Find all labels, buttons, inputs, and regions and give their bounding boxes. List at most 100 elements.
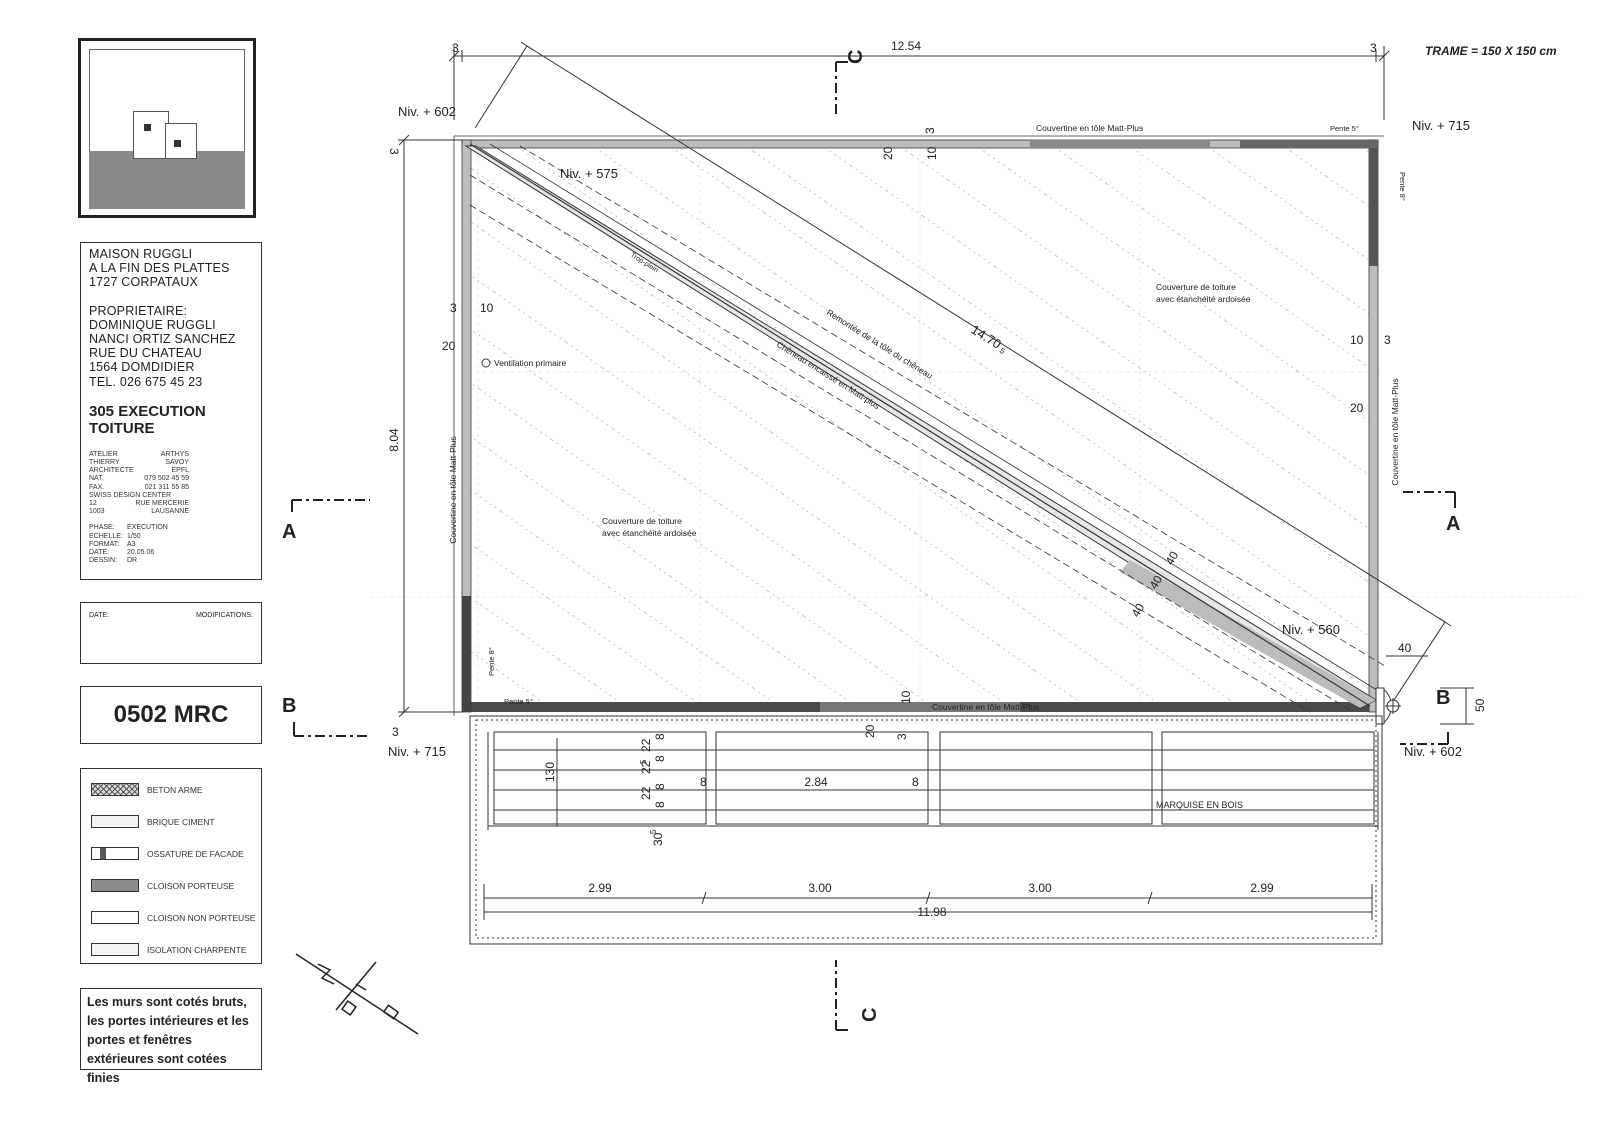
dim-v130: 130	[543, 762, 557, 782]
modifications-label: MODIFICATIONS:	[195, 612, 253, 619]
dim-v22a: 22	[639, 738, 653, 752]
dim-right-3: 3	[1384, 333, 1391, 347]
atelier-key: SWISS DESIGN CENTER	[89, 491, 172, 499]
phase-row: DESSIN: DR	[89, 557, 253, 565]
dim-bay-300a: 3.00	[808, 881, 832, 895]
dim-top-3: 3	[923, 127, 937, 134]
legend-item: BRIQUE CIMENT	[91, 815, 261, 829]
phase-row: DATE:20.05.06	[89, 549, 253, 557]
section-b-right: B	[1436, 687, 1450, 709]
legend-item: BETON ARME	[91, 783, 261, 797]
section-marker-b-left	[293, 722, 370, 737]
phase-value: A3	[127, 540, 136, 548]
legend-swatch	[91, 911, 139, 924]
dim-bay-284: 2.84	[804, 775, 828, 789]
phase-key: FORMAT:	[89, 540, 120, 548]
ventilation-icon	[481, 358, 491, 368]
legend-swatch	[91, 879, 139, 892]
atelier-row: NAT.079 502 45 59	[89, 475, 189, 483]
atelier-row: FAX.021 311 55 85	[89, 484, 189, 492]
project-line: 1727 CORPATAUX	[89, 275, 199, 290]
section-a-left: A	[282, 521, 296, 543]
legend-item: ISOLATION CHARPENTE	[91, 943, 261, 957]
note-ventilation: Ventilation primaire	[494, 358, 567, 368]
legend-swatch	[91, 847, 139, 860]
dimension-note: Les murs sont cotés bruts, les portes in…	[80, 988, 262, 1085]
phase-row: FORMAT: A3	[89, 541, 253, 549]
sheet-title: 305 EXECUTION TOITURE	[89, 403, 253, 437]
note-couverture-left-2: avec étanchéité ardoisée	[602, 528, 697, 538]
atelier-value: SAVOY	[165, 459, 189, 467]
roof-outer-walls	[453, 135, 1384, 716]
dim-40a: 40	[1128, 601, 1147, 620]
dim-bay-300b: 3.00	[1028, 881, 1052, 895]
dim-v8a: 8	[653, 755, 667, 762]
dim-v8c: 8	[653, 783, 667, 790]
legend-swatch	[91, 783, 139, 796]
top-width-dimension	[448, 46, 1390, 120]
phase-value: EXECUTION	[127, 524, 168, 532]
dim-v30-sup: 5	[649, 829, 658, 834]
note-pente-top: Pente 5°	[1330, 124, 1359, 133]
section-marker-b-right	[1400, 732, 1449, 745]
legend-item: CLOISON NON PORTEUSE	[91, 911, 261, 925]
sheet-title-line-1: 305 EXECUTION	[89, 402, 206, 420]
dim-v8b: 8	[653, 733, 667, 740]
atelier-value: 079 502 45 59	[144, 475, 189, 483]
atelier-row: SWISS DESIGN CENTER	[89, 492, 189, 500]
legend-label: CLOISON PORTEUSE	[147, 881, 235, 891]
section-marker-a-right	[1402, 491, 1456, 508]
dim-40b: 40	[1146, 573, 1165, 592]
wood-canopy	[469, 715, 1383, 945]
level-bottom-right: Niv. + 602	[1404, 744, 1462, 759]
level-top-left: Niv. + 602	[398, 104, 456, 119]
dim-right-20: 20	[1350, 401, 1364, 415]
phase-key: PHASE:	[89, 524, 115, 532]
atelier-key: 12	[89, 500, 97, 508]
dim-v225-sup: 5	[639, 759, 648, 764]
legend-label: OSSATURE DE FACADE	[147, 849, 244, 859]
project-thumbnail	[78, 38, 256, 218]
thumbnail-ground	[89, 151, 245, 209]
house-elevation-annex	[165, 123, 197, 159]
dim-left-10: 10	[480, 301, 494, 315]
note-couverture-right-2: avec étanchéité ardoisée	[1156, 294, 1251, 304]
phase-key: DESSIN:	[89, 557, 118, 565]
dim-bay-299a: 2.99	[588, 881, 612, 895]
legend-item: CLOISON PORTEUSE	[91, 879, 261, 893]
grid-size-label: TRAME = 150 X 150 cm	[1425, 44, 1557, 58]
level-gutter-high: Niv. + 575	[560, 166, 618, 181]
atelier-key: ARCHITECTE	[89, 467, 134, 475]
note-pente-bottom: Pente 5°	[504, 697, 533, 706]
dim-40c: 40	[1162, 549, 1181, 568]
legend-label: BETON ARME	[147, 785, 203, 795]
section-marker-a-left	[291, 499, 370, 512]
date-label: DATE:	[89, 612, 110, 619]
dim-v225a: 22	[639, 760, 653, 774]
phase-value: 20.05.06	[127, 549, 155, 557]
section-marker-c-top	[835, 61, 848, 118]
modifications-box: DATE: MODIFICATIONS:	[80, 602, 262, 664]
dim-v30: 30	[651, 832, 665, 846]
dim-left-3c: 3	[392, 725, 399, 739]
level-labels: Niv. + 602 Niv. + 715 Niv. + 715 Niv. + …	[388, 104, 1470, 759]
phase-value: 1/50	[127, 532, 141, 540]
dim-v225b: 22	[639, 786, 653, 800]
section-c-bottom: C	[859, 1008, 881, 1022]
section-c-top: C	[845, 50, 867, 64]
dim-bay-8b: 8	[912, 775, 919, 789]
dim-left-3b: 3	[450, 301, 457, 315]
atelier-value: 021 311 55 85	[144, 483, 189, 491]
project-info-block: MAISON RUGGLI A LA FIN DES PLATTES 1727 …	[80, 242, 262, 580]
drain-outlet	[1375, 687, 1401, 725]
phase-value: DR	[127, 557, 138, 565]
section-b-left: B	[282, 695, 296, 717]
project-line: MAISON RUGGLI	[89, 247, 193, 261]
dim-top-20: 20	[881, 146, 895, 160]
dim-50	[1440, 687, 1474, 725]
dim-left-20: 20	[442, 339, 456, 353]
dim-height: 8.04	[387, 428, 401, 452]
